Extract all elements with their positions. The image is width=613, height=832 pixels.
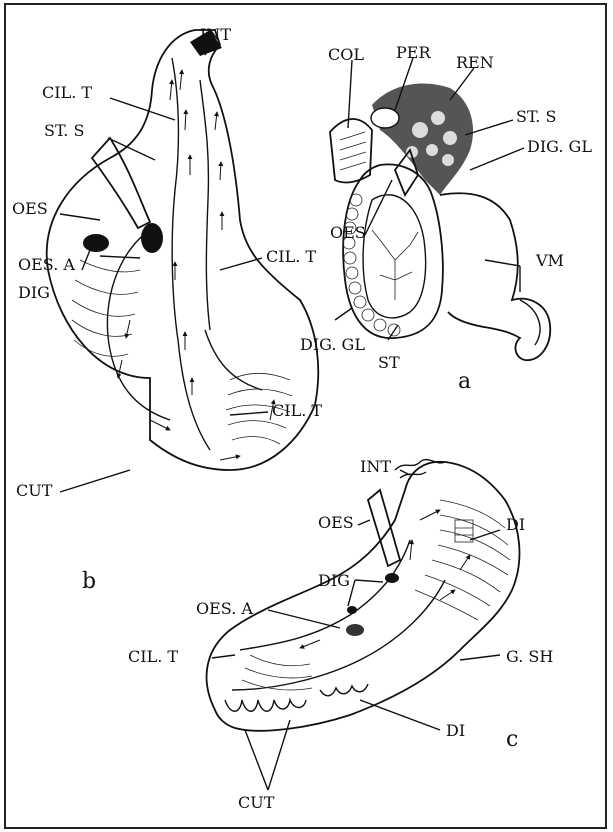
- label-a-col: COL: [328, 45, 364, 64]
- label-c-oes-a: OES. A: [196, 599, 253, 618]
- panel-letter-c: c: [506, 727, 518, 752]
- label-c-di-bottom: DI: [446, 721, 465, 740]
- label-a-st-s: ST. S: [516, 107, 556, 126]
- label-b-cut: CUT: [16, 481, 53, 500]
- label-a-dig-gl-top: DIG. GL: [527, 137, 592, 156]
- label-a-per: PER: [396, 43, 431, 62]
- label-c-cil-t: CIL. T: [128, 647, 178, 666]
- label-a-st: ST: [378, 353, 400, 372]
- label-a-dig-gl-bottom: DIG. GL: [300, 335, 365, 354]
- label-c-g-sh: G. SH: [506, 647, 553, 666]
- label-b-cil-t-low: CIL. T: [272, 401, 322, 420]
- label-a-oes: OES: [330, 223, 366, 242]
- label-c-oes: OES: [318, 513, 354, 532]
- label-b-oes: OES: [12, 199, 48, 218]
- label-c-dig: DIG: [318, 571, 350, 590]
- panel-letter-b: b: [82, 569, 96, 594]
- label-c-cut: CUT: [238, 793, 275, 812]
- label-a-ren: REN: [456, 53, 494, 72]
- panel-letter-a: a: [458, 369, 471, 394]
- label-b-cil-t-mid: CIL. T: [266, 247, 316, 266]
- label-a-vm: VM: [535, 251, 564, 270]
- label-b-dig: DIG: [18, 283, 50, 302]
- panel-c-drawing: [207, 460, 520, 731]
- label-b-oes-a: OES. A: [18, 255, 75, 274]
- labels: INT CIL. T ST. S OES OES. A DIG CIL. T C…: [12, 25, 592, 812]
- label-b-int: INT: [200, 25, 231, 44]
- label-c-di-top: DI: [506, 515, 525, 534]
- label-b-cil-t-top: CIL. T: [42, 83, 92, 102]
- label-c-int: INT: [360, 457, 391, 476]
- label-b-st-s: ST. S: [44, 121, 84, 140]
